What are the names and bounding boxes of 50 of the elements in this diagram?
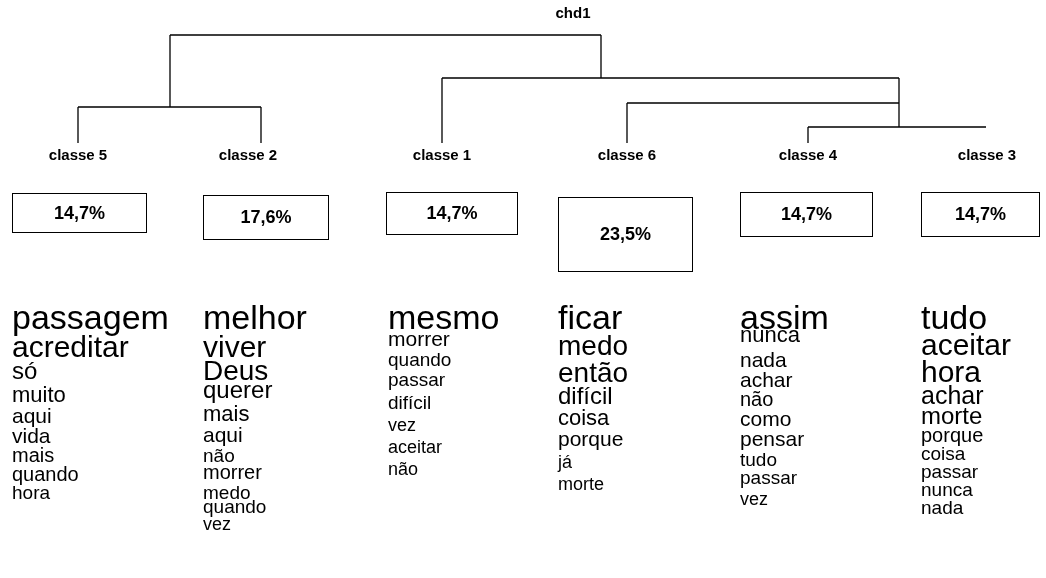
word: aceitar xyxy=(388,438,443,456)
word: já xyxy=(558,453,572,471)
word: aqui xyxy=(12,405,52,426)
word: não xyxy=(203,446,235,465)
dendrogram-title: chd1 xyxy=(555,4,591,21)
word: achar xyxy=(740,369,793,390)
word: morte xyxy=(558,475,604,493)
word: aqui xyxy=(203,424,243,445)
word: tudo xyxy=(740,450,777,469)
word: mais xyxy=(203,403,250,425)
class-label: classe 1 xyxy=(412,146,472,163)
word: não xyxy=(740,389,774,409)
word: então xyxy=(558,359,629,387)
word: quando xyxy=(388,350,452,369)
class-label: classe 2 xyxy=(218,146,278,163)
word: passar xyxy=(388,370,446,389)
percentage-box: 23,5% xyxy=(558,197,693,272)
word: como xyxy=(740,408,792,429)
class-label: classe 6 xyxy=(597,146,657,163)
word: difícil xyxy=(388,393,432,412)
percentage-box: 14,7% xyxy=(740,192,873,237)
word: medo xyxy=(558,332,629,360)
percentage-box: 14,7% xyxy=(12,193,147,233)
word: porque xyxy=(558,428,624,449)
word: muito xyxy=(12,384,66,406)
word: ficar xyxy=(558,300,623,334)
word: vez xyxy=(740,490,768,508)
word: coisa xyxy=(558,407,610,429)
word: só xyxy=(12,359,38,383)
word: mais xyxy=(12,445,55,465)
word: pensar xyxy=(740,428,805,449)
word: difícil xyxy=(558,384,613,408)
percentage-box: 17,6% xyxy=(203,195,329,240)
word: passar xyxy=(921,462,979,481)
word: medo xyxy=(203,483,251,502)
word: passar xyxy=(740,468,798,487)
word: passagem xyxy=(12,300,169,334)
word: nada xyxy=(921,498,964,517)
class-label: classe 5 xyxy=(48,146,108,163)
word: porque xyxy=(921,425,984,445)
percentage-box: 14,7% xyxy=(386,192,518,235)
word: quando xyxy=(12,464,79,484)
percentage-box: 14,7% xyxy=(921,192,1040,237)
class-label: classe 3 xyxy=(957,146,1017,163)
class-label: classe 4 xyxy=(778,146,838,163)
word: não xyxy=(388,460,419,478)
word: melhor xyxy=(203,300,307,334)
word: vez xyxy=(388,416,416,434)
word: nada xyxy=(740,349,787,370)
word: morrer xyxy=(203,462,262,482)
